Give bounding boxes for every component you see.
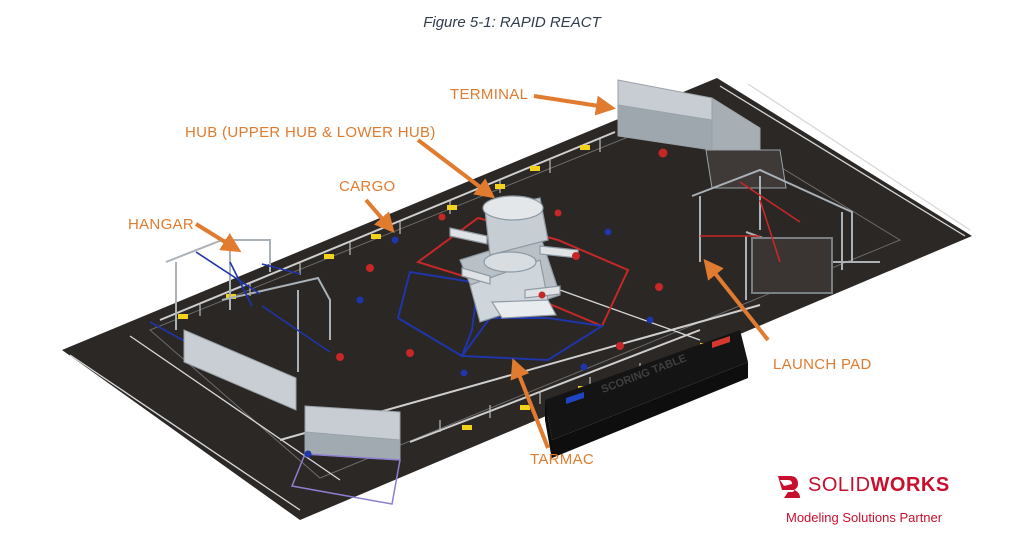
tarmac-blue-left: [396, 270, 480, 358]
launchpad-arrow: [703, 258, 770, 342]
cargo-label: CARGO: [339, 178, 396, 195]
tarmac-blue-right: [460, 317, 605, 362]
driver-station-bottom: [304, 405, 401, 461]
hub-structure: [449, 195, 579, 323]
hangar-label: HANGAR: [128, 216, 194, 233]
launchpad-red-lines: [700, 181, 801, 263]
hangar-blue-lines: [149, 251, 331, 353]
ds-logo-icon: [778, 476, 800, 498]
solidworks-wordmark: SOLIDWORKS: [808, 474, 950, 496]
hub-label: HUB (UPPER HUB & LOWER HUB): [185, 124, 436, 141]
callout-arrows: [194, 94, 770, 449]
hub-arrow: [416, 138, 496, 199]
terminal-arrow: [533, 94, 616, 116]
tarmac-arrow: [510, 358, 550, 449]
cargo-arrow: [364, 198, 395, 234]
launchpad-structure: [691, 168, 880, 300]
hangar-structure: [165, 239, 331, 372]
hangar-arrow: [194, 222, 242, 253]
cargo-balls-blue: [304, 228, 654, 458]
alliance-station-left: [183, 329, 297, 411]
tarmac-label: TARMAC: [530, 451, 595, 468]
blue-terminal-outline: [290, 453, 401, 505]
solidworks-logo: SOLIDWORKS Modeling Solutions Partner: [774, 468, 984, 532]
terminal-structure: [617, 79, 787, 189]
cargo-balls-red: [336, 148, 668, 361]
logo-tagline: Modeling Solutions Partner: [786, 510, 943, 525]
figure-caption: Figure 5-1: RAPID REACT: [423, 14, 601, 31]
terminal-label: TERMINAL: [450, 86, 529, 103]
field-lines: [69, 83, 971, 511]
launch-pad-label: LAUNCH PAD: [773, 356, 872, 373]
